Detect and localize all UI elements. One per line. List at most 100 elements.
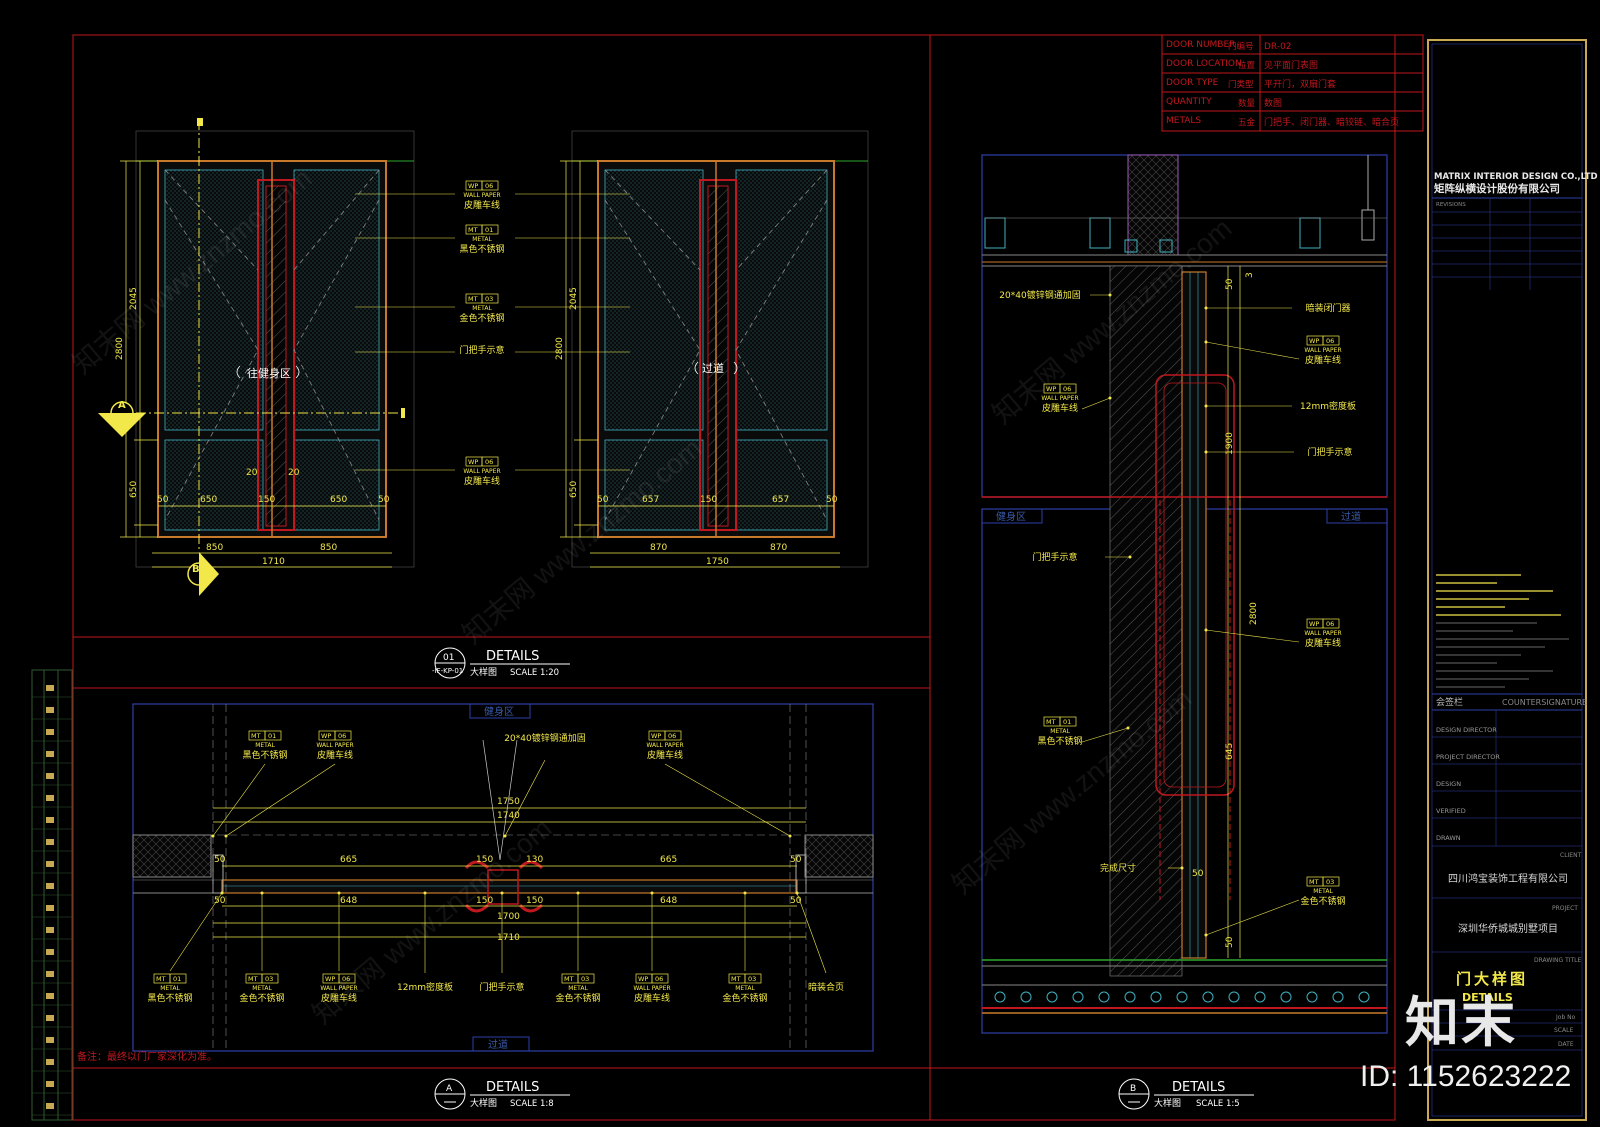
callout-desc: 皮雕车线 [647, 749, 683, 761]
plan-dim-150a: 150 [476, 855, 493, 865]
callout-leader [225, 763, 336, 837]
legend-glyph [46, 905, 54, 911]
legend-glyph [46, 1059, 54, 1065]
callout-tag: MT [1046, 718, 1056, 726]
marker-a-label: A [118, 400, 126, 411]
legend-glyph [46, 883, 54, 889]
callout-num: 03 [1326, 878, 1334, 886]
callout-cat: WALL PAPER [646, 742, 683, 749]
detail-title-b: B DETAILS 大样图 SCALE 1:5 [1118, 1078, 1254, 1110]
dim-l-20a: 20 [246, 468, 258, 478]
callout-cat: WALL PAPER [316, 742, 353, 749]
field-scale: SCALE [1554, 1027, 1573, 1034]
door-schedule: DOOR NUMBER DOOR LOCATION DOOR TYPE QUAN… [1161, 34, 1424, 132]
callout-desc: 金色不锈钢 [1300, 895, 1345, 907]
schedule-cn-0: 门编号 [1228, 41, 1254, 52]
dim-l-850a: 850 [206, 543, 223, 553]
callout-leader [169, 892, 223, 972]
callout-dot [1108, 396, 1112, 400]
detail-01-title: DETAILS [486, 649, 539, 664]
callout-leader [1205, 629, 1300, 643]
callout-plan-top-2: 20*40镀锌钢通加固 [503, 732, 586, 838]
callout-dot [1126, 726, 1130, 730]
callout-desc: 皮雕车线 [317, 749, 353, 761]
callout-num: 03 [748, 975, 756, 983]
callout-dot [1204, 340, 1208, 344]
dim-l-650a: 650 [200, 495, 217, 505]
countersignature-en: COUNTERSIGNATURE [1502, 698, 1587, 707]
callout-plan-bot-3: 12mm密度板 [397, 891, 453, 993]
legend-glyph [46, 861, 54, 867]
callout-dot [500, 891, 504, 895]
callout-leader [1205, 899, 1300, 936]
section-marker-a: A [98, 400, 146, 437]
sec-dim-1900: 1900 [1225, 432, 1235, 455]
floor-pipe [1124, 991, 1136, 1003]
callout-num: 06 [485, 182, 493, 190]
callout-dot [224, 834, 228, 838]
client-label: CLIENT [1560, 852, 1582, 859]
schedule-cn-1: 位置 [1238, 60, 1256, 71]
sec-dim-645: 645 [1225, 743, 1235, 760]
callout-cat: METAL [255, 742, 275, 749]
schedule-en-2: DOOR TYPE [1166, 78, 1219, 88]
callout-desc: 12mm密度板 [397, 981, 453, 993]
detail-b-title: DETAILS [1172, 1080, 1225, 1095]
schedule-en-3: QUANTITY [1166, 97, 1212, 107]
callout-num: 01 [173, 975, 181, 983]
detail-title-01: 01 -IF-KP-01 DETAILS 大样图 SCALE 1:20 [432, 647, 570, 679]
drawing-title-cn: 门大样图 [1456, 970, 1528, 988]
callout-desc: 完成尺寸 [1100, 862, 1136, 874]
legend-glyph [46, 1103, 54, 1109]
elevation-right-door: 过道 2045 2800 650 50 657 150 657 50 870 8… [555, 130, 869, 568]
callout-desc: 门把手示意 [1307, 446, 1352, 458]
sec-dim-50b: 50 [1225, 936, 1235, 948]
callout-desc: 12mm密度板 [1300, 400, 1356, 412]
callout-leader [1081, 727, 1129, 743]
floor-pipe [1306, 991, 1318, 1003]
callout-desc: 皮雕车线 [1305, 354, 1341, 366]
callout-desc: 门把手示意 [459, 344, 504, 356]
callout-num-box [481, 180, 499, 191]
callout-dot [1204, 404, 1208, 408]
callout-num-box [1322, 876, 1340, 887]
role-2: DESIGN [1436, 780, 1461, 788]
callout-leader [796, 892, 827, 974]
legend-glyph [46, 751, 54, 757]
callout-leader [212, 763, 266, 837]
field-date: DATE [1558, 1041, 1574, 1048]
callout-num: 06 [342, 975, 350, 983]
plan-dim-50c: 50 [214, 896, 226, 906]
detail-a-title: DETAILS [486, 1080, 539, 1095]
callout-num-box [481, 293, 499, 304]
plan-dim-50a: 50 [214, 855, 226, 865]
legend-glyph [46, 927, 54, 933]
callout-cat: METAL [1313, 888, 1333, 895]
callout-num: 06 [655, 975, 663, 983]
section-marker-b: B [187, 552, 219, 596]
plan-dim-1750: 1750 [497, 797, 520, 807]
legend-glyph [46, 949, 54, 955]
dim-r-150: 150 [700, 495, 717, 505]
detail-01-ref: -IF-KP-01 [432, 667, 463, 675]
role-4: DRAWN [1436, 834, 1461, 842]
project-label: PROJECT [1552, 905, 1578, 912]
callout-desc: 黑色不锈钢 [147, 992, 192, 1004]
plan-a: 健身区 过道 [77, 703, 874, 1063]
callout-tag: MT [468, 295, 478, 303]
callout-cat: WALL PAPER [1304, 347, 1341, 354]
callout-dot [1204, 628, 1208, 632]
callout-desc: 金色不锈钢 [459, 312, 504, 324]
callout-num-box [481, 456, 499, 467]
section-zone-right: 过道 [1341, 510, 1361, 523]
